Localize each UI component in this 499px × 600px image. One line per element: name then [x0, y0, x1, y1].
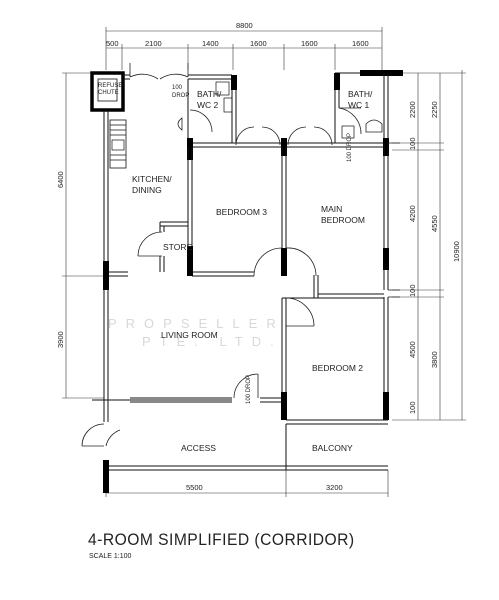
label-bath2-line2: WC 2	[197, 100, 219, 110]
dim-right-mid-2: 4550	[430, 215, 439, 232]
dim-right-inner-3: 4200	[408, 205, 417, 222]
dim-right-inner-5: 4500	[408, 341, 417, 358]
dim-top-1: 500	[106, 39, 119, 48]
label-living-room: LIVING ROOM	[161, 330, 218, 340]
dim-right-inner-4: 100	[408, 284, 417, 297]
dim-top-6: 1600	[352, 39, 369, 48]
dim-right-total: 10900	[452, 241, 461, 262]
dim-bottom-1: 5500	[186, 483, 203, 492]
label-bath1-line2: WC 1	[348, 100, 370, 110]
dim-top-3: 1400	[202, 39, 219, 48]
label-bedroom2: BEDROOM 2	[312, 363, 363, 373]
fixtures	[109, 81, 383, 169]
dim-top-total: 8800	[236, 21, 253, 30]
dim-right-mid-1: 2250	[430, 101, 439, 118]
label-bath1-line1: BATH/	[348, 89, 373, 99]
label-drop-bath1: 100 DROP	[347, 133, 353, 162]
label-drop-living: 100 DROP	[246, 375, 252, 404]
dim-right-inner-1: 2200	[408, 101, 417, 118]
label-drop-top-2: DROP	[172, 93, 189, 99]
dim-bottom-2: 3200	[326, 483, 343, 492]
label-bath2-line1: BATH/	[197, 89, 222, 99]
dim-top-4: 1600	[250, 39, 267, 48]
dim-right-mid-3: 3800	[430, 351, 439, 368]
label-main-bedroom-line2: BEDROOM	[321, 215, 365, 225]
label-kitchen-line1: KITCHEN/	[132, 174, 172, 184]
label-kitchen-line2: DINING	[132, 185, 162, 195]
top-dimensions: 8800 500 2100 1400 1600 1600 1600	[105, 21, 383, 70]
left-dimensions: 6400 3900	[56, 72, 104, 399]
plan-title: 4-ROOM SIMPLIFIED (CORRIDOR)	[88, 530, 355, 549]
watermark-line-2: PTE. LTD.	[142, 334, 283, 349]
dim-right-inner-6: 100	[408, 401, 417, 414]
label-access: ACCESS	[181, 443, 216, 453]
label-main-bedroom-line1: MAIN	[321, 204, 342, 214]
room-labels: REFUSE CHUTE 100 DROP BATH/ WC 2 BATH/ W…	[98, 83, 373, 453]
label-bedroom3: BEDROOM 3	[216, 207, 267, 217]
label-drop-top-1: 100	[172, 85, 183, 91]
doors	[81, 63, 362, 447]
bottom-dimensions: 5500 3200	[105, 470, 389, 497]
plan-scale: SCALE 1:100	[89, 553, 132, 560]
label-refuse: REFUSE	[98, 83, 122, 89]
right-dimensions: 2200 100 4200 100 4500 100 2250 4550 380…	[392, 70, 466, 421]
label-balcony: BALCONY	[312, 443, 353, 453]
dim-top-5: 1600	[301, 39, 318, 48]
dim-right-inner-2: 100	[408, 137, 417, 150]
watermark-line-1: PROPSELLER	[108, 316, 285, 331]
label-store: STORE	[163, 242, 192, 252]
label-chute: CHUTE	[98, 90, 119, 96]
dim-left-1: 6400	[56, 171, 65, 188]
dim-top-2: 2100	[145, 39, 162, 48]
walls	[90, 70, 403, 493]
dim-left-2: 3900	[56, 331, 65, 348]
